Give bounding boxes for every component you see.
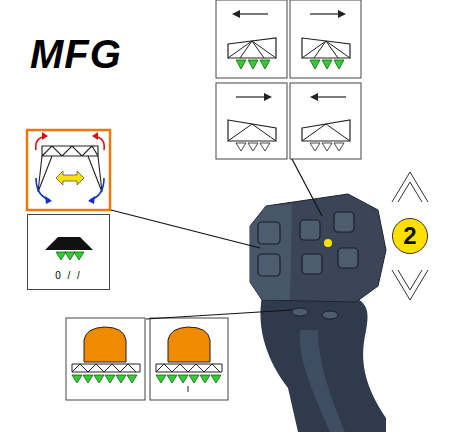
icon-frame [216,83,287,159]
button [302,254,322,274]
boom-truss [228,124,276,141]
arrow-shaft [238,13,268,14]
button [292,308,308,316]
boom-frame [228,120,276,141]
boom-wings [38,156,102,192]
title: MFG [30,34,122,74]
icon-frame [290,0,361,78]
nozzle-symbols [72,375,137,383]
boom-truss [42,146,98,156]
tank-symbol [84,327,126,362]
nozzle-symbols [236,143,270,151]
indicator-dot [324,239,332,247]
icon-frame [150,318,228,400]
boom-truss [228,41,276,58]
joystick-head [250,194,386,302]
arrow-shaft [236,96,266,97]
leader-line [292,159,322,216]
joystick [250,194,386,432]
nozzle-symbols [310,60,344,69]
boom-frame [302,38,350,58]
arrow-shaft [310,13,340,14]
arrow-head [310,93,318,101]
button [322,311,338,319]
icon-tilt-right [216,83,287,159]
fold-arrow-head [92,132,98,140]
fold-arrow-head [88,196,95,204]
boom-truss [72,364,140,372]
icon-tank-spray-single [150,318,228,400]
tick-mark [188,386,189,392]
icon-frame [216,0,287,78]
icon-caption: 0 / / [55,270,82,281]
button [258,254,280,276]
boom-truss [302,124,350,141]
boom-frame [302,120,350,141]
grip-highlight [300,330,345,432]
arrow-shaft [316,96,346,97]
up-chevron [392,172,428,202]
head-side [250,204,292,300]
fold-arrow-blue [36,178,50,200]
icon-section-control [45,237,93,260]
button [334,212,354,232]
fold-arrow-blue [90,178,104,200]
tank-symbol [168,327,210,362]
arrow-head [232,10,240,18]
icon-frame-selected [27,130,110,210]
icon-frame [66,318,145,400]
icon-shift-right [290,0,361,78]
icon-box: 0 / / [27,214,110,290]
nozzle-symbols [56,252,84,260]
fold-arrow-head [42,132,48,140]
icon-boom-fold [27,130,110,210]
nozzle-symbols [310,143,344,151]
icon-tilt-left [290,83,361,159]
icon-shift-left [216,0,287,78]
boom-frame [228,38,276,58]
leader-line [146,310,292,319]
button [338,248,358,268]
down-chevron [392,270,428,300]
nozzle-symbols [156,375,221,383]
icon-tank-spray [66,318,145,400]
arrow-head [264,93,272,101]
button [258,222,280,244]
arrow-head [338,10,346,18]
callout-circle: 2 [392,218,428,254]
fold-arrow-head [45,196,52,204]
callout-number: 2 [403,224,416,248]
nozzle-symbols [236,60,270,69]
joystick-grip [260,296,386,432]
boom-truss [156,364,222,372]
leader-line [111,210,260,248]
double-arrow-yellow [56,171,84,185]
boom-truss [302,41,350,58]
button [300,220,320,240]
icon-frame [290,83,361,159]
boom-silhouette [45,237,93,250]
